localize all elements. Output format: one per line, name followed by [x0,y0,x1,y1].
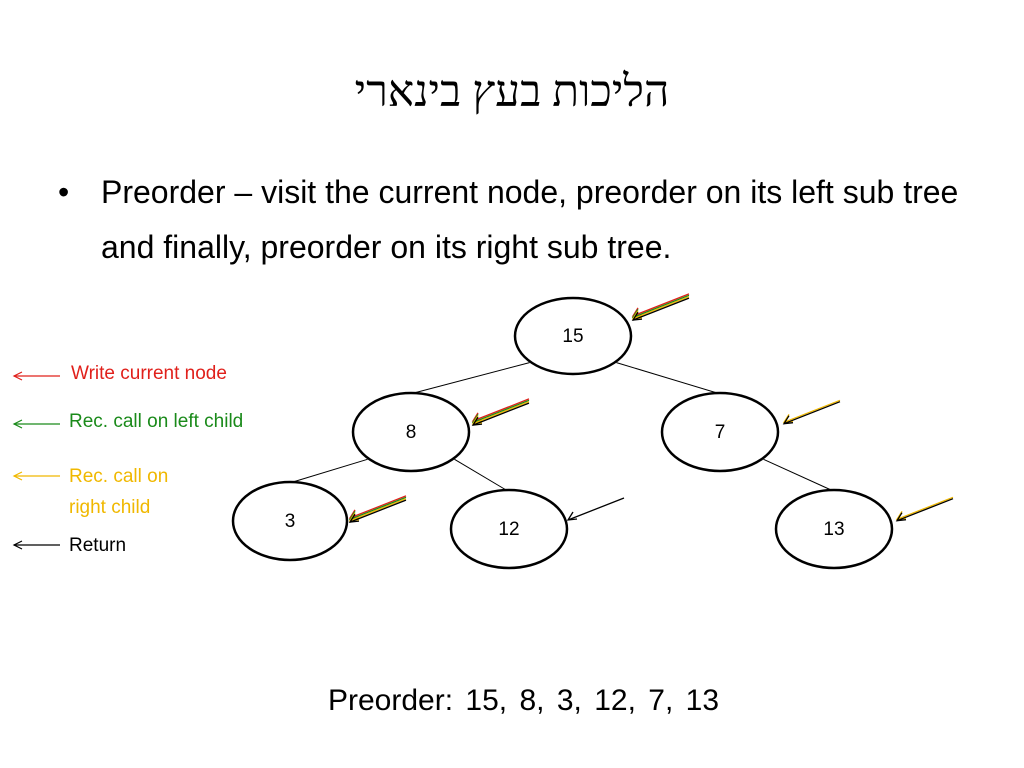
tree-node-12: 12 [449,488,569,570]
result-label: Preorder: [328,684,454,717]
arrow-head-return [782,415,794,425]
node-arrows-7 [782,399,841,425]
node-ellipse [513,296,633,376]
arrow-left [349,496,407,520]
bullet-point: • Preorder – visit the current node, pre… [58,165,978,275]
legend-arrow-1 [12,419,60,429]
node-label: 3 [285,511,296,532]
node-arrows-13 [895,496,954,522]
node-arrows-8 [471,398,530,426]
tree-node-8: 8 [351,391,471,473]
node-ellipse [774,488,894,570]
node-label: 15 [562,326,583,347]
legend-return-label: Return [69,535,127,556]
result-value: 7, [648,684,674,717]
node-arrows-3 [348,495,407,523]
arrow-return [349,499,407,523]
result-value: 3, [556,684,582,717]
arrow-head-return [471,416,483,426]
result-value: 15, [465,684,508,717]
result-value: 13 [685,684,720,717]
arrow-return [472,402,530,426]
arrow-write [472,398,530,422]
arrow-write [349,495,407,519]
bullet-marker: • [58,174,70,210]
arrow-right [896,496,954,520]
legend-arrow-3 [12,540,60,550]
tree-node-15: 15 [513,296,633,376]
node-arrows-12 [566,497,625,521]
node-ellipse [351,391,471,473]
edge-n7-n13 [763,458,832,491]
arrow-return [783,401,841,425]
edge-n8-n12 [454,458,507,491]
edge-n8-n3 [292,458,368,483]
legend-left-label: Rec. call on left child [69,411,244,432]
arrow-right [783,399,841,423]
slide-title: הליכות בעץ בינארי [354,67,670,116]
arrow-head-return [895,512,907,522]
bullet-text: Preorder – visit the current node, preor… [101,174,959,265]
arrow-right [632,296,690,320]
node-label: 8 [406,422,417,443]
tree-node-13: 13 [774,488,894,570]
node-label: 12 [498,519,519,540]
preorder-result: Preorder: 15, 8, 3, 12, 7, 13 [328,684,723,718]
arrow-head-return [631,311,643,321]
tree-node-7: 7 [660,391,780,473]
arrow-return [896,498,954,522]
tree-node-3: 3 [231,480,349,562]
node-arrows-15 [631,293,690,321]
arrow-left [632,294,690,318]
result-value: 12, [594,684,636,717]
node-label: 7 [715,422,726,443]
arrow-head-return [566,511,578,521]
node-ellipse [660,391,780,473]
arrow-head-return [348,513,360,523]
arrow-right [349,498,407,522]
result-value: 8, [519,684,545,717]
arrow-left [472,399,530,423]
legend-write-label: Write current node [71,363,227,384]
arrow-return [632,297,690,321]
edge-n15-n8 [413,362,530,394]
node-ellipse [449,488,569,570]
legend-arrow-2 [12,471,60,481]
arrow-right [472,401,530,425]
legend-right-label: Rec. call on right child [69,466,169,518]
node-label: 13 [823,519,844,540]
legend-arrow-0 [12,371,60,381]
edge-n15-n7 [616,362,718,394]
arrow-return [567,497,625,521]
node-ellipse [231,480,349,562]
arrow-write [632,293,690,317]
